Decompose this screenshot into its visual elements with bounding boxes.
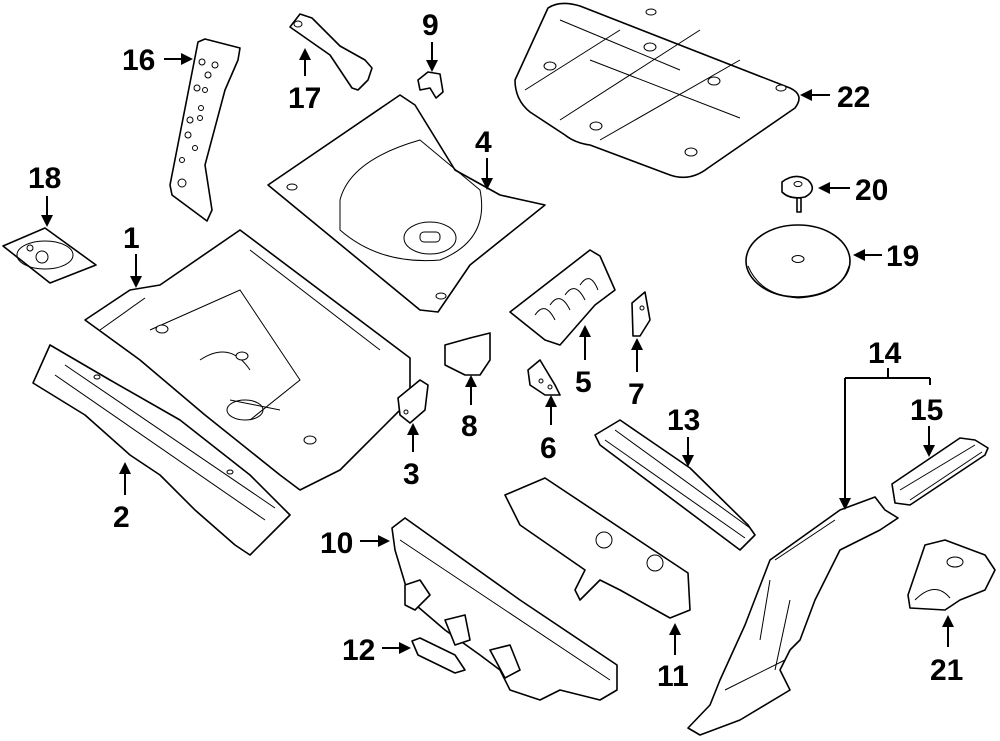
part-3-small-floor-patch[interactable] bbox=[397, 379, 429, 424]
part-1-rear-floor-pan[interactable] bbox=[84, 229, 411, 491]
part-13-rear-crossmember[interactable] bbox=[594, 419, 756, 551]
part-19-spare-tire-cover[interactable] bbox=[745, 224, 851, 299]
callout-10[interactable]: 10 bbox=[320, 527, 390, 560]
callout-11-arrowhead-icon bbox=[669, 623, 681, 635]
part-14-rear-rail-assembly[interactable] bbox=[687, 496, 899, 736]
callout-5-label: 5 bbox=[575, 366, 592, 399]
callout-1-label: 1 bbox=[123, 222, 140, 255]
callout-2-arrowhead-icon bbox=[119, 462, 131, 474]
callout-8-arrowhead-icon bbox=[465, 375, 477, 387]
part-10-crossmember[interactable] bbox=[391, 517, 618, 701]
part-9-clip[interactable] bbox=[417, 71, 444, 99]
part-12-reinforcement[interactable] bbox=[411, 637, 466, 674]
callout-22-arrowhead-icon bbox=[800, 89, 812, 101]
callout-12[interactable]: 12 bbox=[342, 634, 411, 667]
callout-3-label: 3 bbox=[403, 458, 420, 491]
callout-8-label: 8 bbox=[461, 410, 478, 443]
part-4-spare-tire-well-pan[interactable] bbox=[267, 94, 546, 313]
callout-3[interactable]: 3 bbox=[403, 423, 420, 491]
part-18-speaker-plate[interactable] bbox=[2, 227, 97, 284]
part-21-gusset[interactable] bbox=[907, 539, 996, 611]
part-16-support-panel[interactable] bbox=[169, 38, 241, 222]
callout-18-arrowhead-icon bbox=[41, 215, 53, 227]
callout-1[interactable]: 1 bbox=[123, 222, 142, 288]
callout-11-label: 11 bbox=[657, 660, 689, 693]
part-6-bracket[interactable] bbox=[527, 359, 561, 396]
callout-21-label: 21 bbox=[930, 654, 963, 687]
callout-22[interactable]: 22 bbox=[800, 81, 870, 114]
callout-16-label: 16 bbox=[122, 44, 155, 77]
callout-21-arrowhead-icon bbox=[942, 615, 954, 627]
callout-13-arrowhead-icon bbox=[682, 455, 694, 467]
callout-14[interactable]: 14 bbox=[839, 337, 931, 510]
callout-10-label: 10 bbox=[320, 527, 353, 560]
callout-9-label: 9 bbox=[422, 9, 439, 42]
part-2-rear-floor-crossmember[interactable] bbox=[32, 344, 291, 556]
callout-10-arrowhead-icon bbox=[378, 535, 390, 547]
callout-18[interactable]: 18 bbox=[28, 162, 61, 227]
callout-19-arrowhead-icon bbox=[853, 249, 865, 261]
callout-17[interactable]: 17 bbox=[288, 48, 321, 115]
callout-4-arrowhead-icon bbox=[481, 178, 493, 190]
callout-13[interactable]: 13 bbox=[667, 404, 700, 467]
callout-8[interactable]: 8 bbox=[461, 375, 478, 443]
part-22-trunk-floor-board[interactable] bbox=[514, 2, 800, 179]
callout-20-label: 20 bbox=[855, 174, 888, 207]
part-8-floor-reinforcement[interactable] bbox=[444, 332, 491, 376]
part-11-floor-side-member[interactable] bbox=[504, 477, 691, 619]
callout-6-arrowhead-icon bbox=[545, 395, 557, 407]
callout-14-label: 14 bbox=[868, 337, 902, 370]
callout-13-label: 13 bbox=[667, 404, 700, 437]
callout-6[interactable]: 6 bbox=[540, 395, 557, 465]
part-5-floor-extension[interactable] bbox=[509, 249, 616, 346]
callout-7-arrowhead-icon bbox=[631, 338, 643, 350]
callout-9[interactable]: 9 bbox=[422, 9, 439, 72]
callout-5[interactable]: 5 bbox=[575, 325, 592, 399]
part-7-bracket[interactable] bbox=[631, 291, 651, 337]
callout-16[interactable]: 16 bbox=[122, 44, 193, 77]
callout-17-arrowhead-icon bbox=[299, 48, 311, 60]
callout-6-label: 6 bbox=[540, 432, 557, 465]
callout-14-leader bbox=[844, 368, 931, 505]
callout-7-label: 7 bbox=[628, 378, 645, 411]
callout-3-arrowhead-icon bbox=[407, 423, 419, 435]
callout-16-arrowhead-icon bbox=[181, 53, 193, 65]
callout-11[interactable]: 11 bbox=[657, 623, 689, 693]
callout-21[interactable]: 21 bbox=[930, 615, 963, 687]
callout-2-label: 2 bbox=[113, 501, 130, 534]
callout-4[interactable]: 4 bbox=[475, 126, 493, 190]
callout-20[interactable]: 20 bbox=[818, 174, 888, 207]
part-17-reinforcement[interactable] bbox=[289, 13, 373, 91]
part-15-rail-extension[interactable] bbox=[891, 437, 989, 506]
callout-12-arrowhead-icon bbox=[399, 642, 411, 654]
callout-4-label: 4 bbox=[475, 126, 492, 159]
callout-5-arrowhead-icon bbox=[579, 325, 591, 337]
callout-9-arrowhead-icon bbox=[426, 60, 438, 72]
callout-7[interactable]: 7 bbox=[628, 338, 645, 411]
callout-15[interactable]: 15 bbox=[910, 394, 943, 457]
callout-15-label: 15 bbox=[910, 394, 943, 427]
callout-20-arrowhead-icon bbox=[818, 182, 830, 194]
callout-19-label: 19 bbox=[886, 240, 919, 273]
callout-15-arrowhead-icon bbox=[923, 445, 935, 457]
callout-14-arrowhead-icon bbox=[839, 498, 851, 510]
callout-1-arrowhead-icon bbox=[130, 276, 142, 288]
callout-22-label: 22 bbox=[837, 81, 870, 114]
part-20-hold-down-bolt[interactable] bbox=[781, 175, 814, 213]
callout-17-label: 17 bbox=[288, 82, 321, 115]
callout-19[interactable]: 19 bbox=[853, 240, 919, 273]
callout-12-label: 12 bbox=[342, 634, 375, 667]
callout-2[interactable]: 2 bbox=[113, 462, 131, 534]
callout-18-label: 18 bbox=[28, 162, 61, 195]
